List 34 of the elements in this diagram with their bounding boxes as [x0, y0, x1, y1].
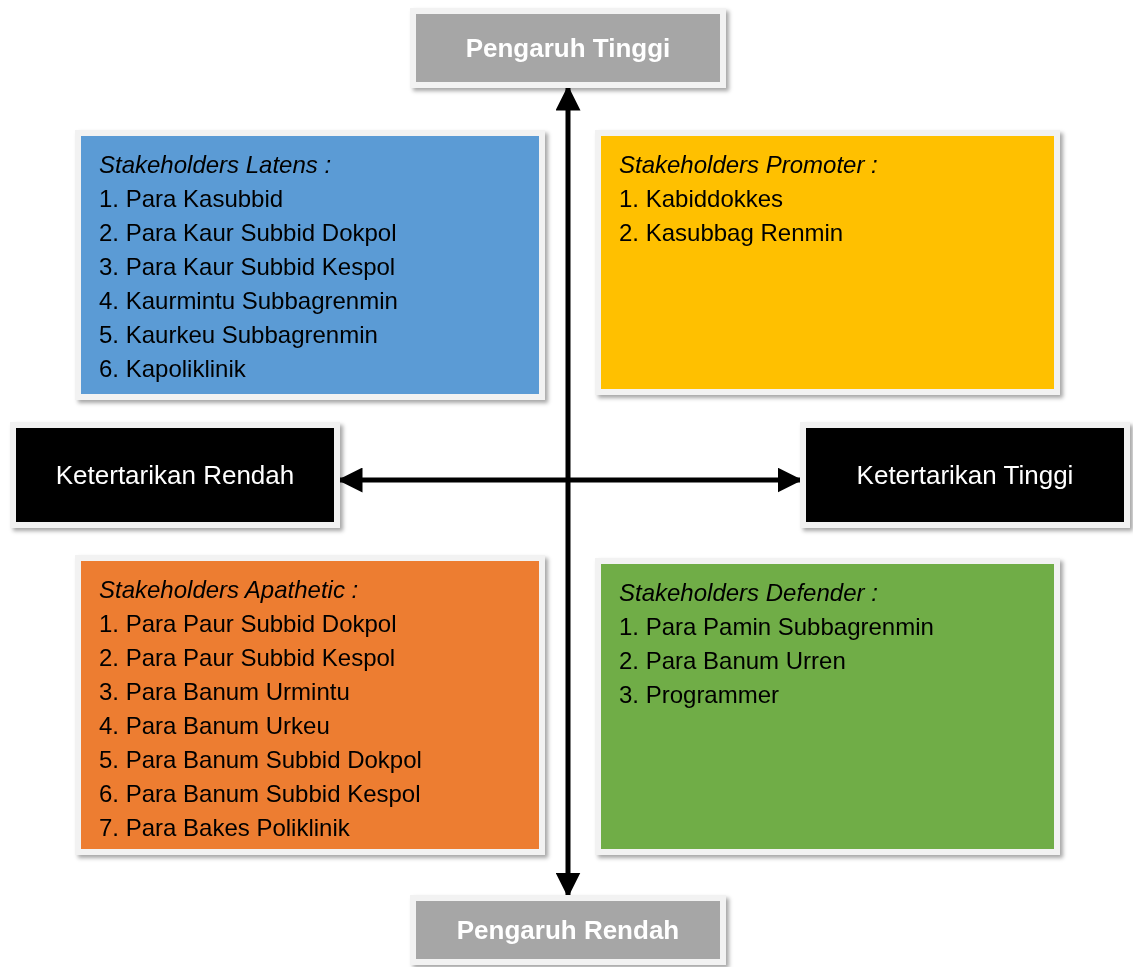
box-heading: Stakeholders Promoter : — [619, 150, 879, 180]
stakeholder-box — [595, 130, 1060, 395]
list-item: 4. Para Banum Urkeu — [99, 711, 331, 741]
label-box — [410, 8, 726, 88]
box-label: Ketertarikan Tinggi — [856, 458, 1074, 492]
list-item: 1. Kabiddokkes — [619, 184, 785, 214]
stakeholder-box — [75, 130, 545, 400]
box-label: Pengaruh Rendah — [456, 913, 680, 947]
box-heading: Stakeholders Apathetic : — [99, 575, 360, 605]
list-item: 6. Para Banum Subbid Kespol — [99, 779, 422, 809]
box-label: Pengaruh Tinggi — [465, 31, 671, 65]
box-label: Ketertarikan Rendah — [55, 458, 295, 492]
list-item: 2. Kasubbag Renmin — [619, 218, 845, 248]
label-box — [800, 422, 1130, 528]
list-item: 1. Para Pamin Subbagrenmin — [619, 612, 935, 642]
list-item: 5. Para Banum Subbid Dokpol — [99, 745, 423, 775]
list-item: 3. Para Banum Urmintu — [99, 677, 351, 707]
list-item: 6. Kapoliklinik — [99, 354, 247, 384]
list-item: 2. Para Paur Subbid Kespol — [99, 643, 397, 673]
list-item: 7. Para Bakes Poliklinik — [99, 813, 351, 843]
box-heading: Stakeholders Latens : — [99, 150, 333, 180]
list-item: 3. Para Kaur Subbid Kespol — [99, 252, 397, 282]
list-item: 1. Para Paur Subbid Dokpol — [99, 609, 398, 639]
list-item: 1. Para Kasubbid — [99, 184, 285, 214]
list-item: 3. Programmer — [619, 680, 781, 710]
label-box — [10, 422, 340, 528]
label-box — [410, 895, 726, 965]
list-item: 4. Kaurmintu Subbagrenmin — [99, 286, 399, 316]
list-item: 5. Kaurkeu Subbagrenmin — [99, 320, 379, 350]
box-heading: Stakeholders Defender : — [619, 578, 879, 608]
stakeholder-box — [75, 555, 545, 855]
stakeholder-box — [595, 558, 1060, 855]
list-item: 2. Para Banum Urren — [619, 646, 847, 676]
list-item: 2. Para Kaur Subbid Dokpol — [99, 218, 398, 248]
